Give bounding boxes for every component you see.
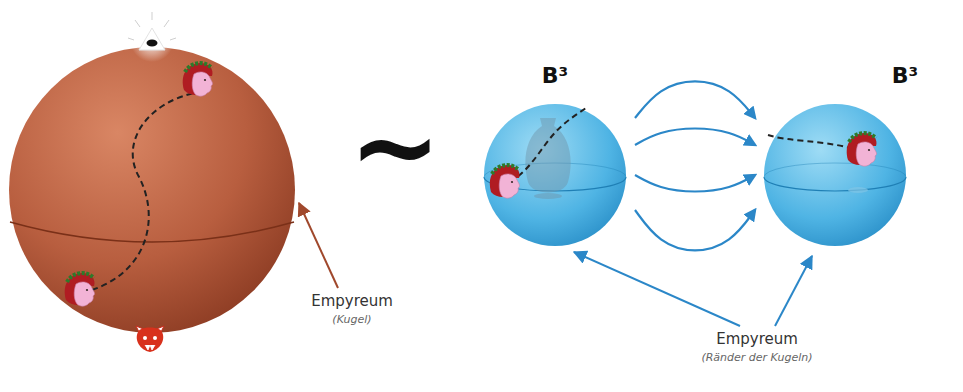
leader-line (299, 203, 338, 288)
path-line (92, 92, 200, 290)
dante-figure (490, 165, 520, 198)
identification-arrow (635, 129, 755, 146)
ball-node: B³ (763, 63, 907, 247)
vase-symbol (525, 118, 570, 199)
ball (764, 104, 906, 246)
region-note: (Kugel) (332, 313, 371, 327)
ball-outline (763, 103, 907, 247)
identification-arrow (635, 210, 755, 250)
region-label: Empyreum (716, 330, 798, 350)
devil-symbol (136, 326, 164, 352)
dante-figure (65, 273, 95, 306)
leader-line (574, 252, 740, 326)
region-note: (Ränder der Kugeln) (701, 351, 812, 365)
ball-heading: B³ (833, 63, 963, 89)
equator-line (484, 177, 626, 191)
identification-arrow (635, 175, 755, 192)
sphere (9, 47, 295, 333)
ball-outline (483, 103, 627, 247)
region-label: Empyreum (311, 292, 393, 312)
equator-line (764, 163, 906, 177)
ball (484, 104, 626, 246)
equator-line (10, 222, 294, 242)
equivalence-sign: ~ (349, 92, 441, 202)
shadow-mark (848, 187, 868, 193)
leader-line (775, 256, 812, 326)
ball-node: B³ (483, 63, 627, 247)
dante-figure (183, 63, 213, 96)
eye-symbol (128, 12, 176, 62)
equator-line (484, 163, 626, 177)
identification-arrow (635, 81, 755, 118)
ball-heading: B³ (483, 63, 627, 89)
dante-figure (847, 133, 877, 166)
path-line (768, 135, 850, 148)
equator-line (764, 177, 906, 191)
path-line (510, 108, 586, 182)
